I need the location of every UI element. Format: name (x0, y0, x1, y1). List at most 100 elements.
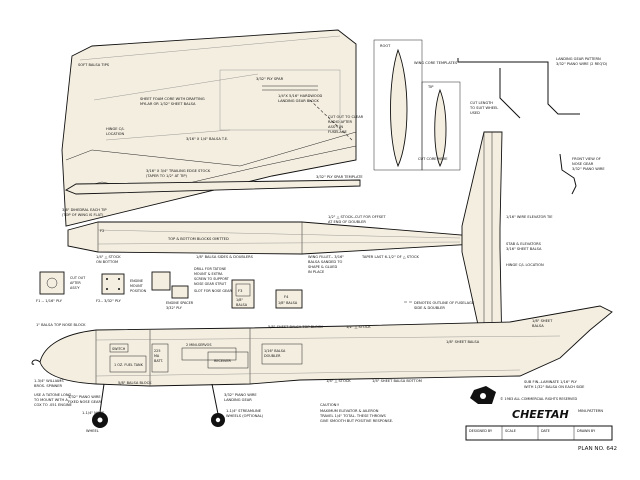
drill-label-2: MOUNT & EXTRA (194, 272, 223, 276)
gear-pattern-label-1: LANDING GEAR PATTERN (556, 57, 601, 61)
nose-gear-front-view: FRONT VIEW OF NOSE GEAR 3/32" PIANO WIRE (559, 153, 605, 195)
balsa-block-label: 5/8" BALSA BLOCK (118, 381, 152, 385)
nose-wheel-label-1: 1-1/4" NOSE (82, 411, 105, 415)
battery-label-1: 225 (154, 349, 160, 353)
f1-cutout-label-3: ASS'Y (70, 286, 81, 290)
template-root-label: ROOT (380, 44, 391, 48)
gear-block-label-2: LANDING GEAR BLOCK (278, 99, 320, 103)
wing-core-templates: ROOT TIP WING CORE TEMPLATES CUT CORE HE… (373, 39, 461, 171)
stock-cutout-label-2: AT END OF DOUBLER (328, 220, 366, 224)
radio-cutout-label-4: FUSELAGE (328, 130, 348, 134)
f1-cutout-label-1: CUT OUT (70, 276, 86, 280)
half-stock-label: 1/2" △ STOCK (346, 325, 371, 329)
battery-label-2: MA (154, 354, 160, 358)
stock-cutout-label-1: 1/2" △ STOCK--CUT FOR OFFSET (328, 215, 386, 219)
doubler-label-1: 1/16" BALSA (264, 349, 286, 353)
cut-core-label: CUT CORE HERE (418, 157, 448, 161)
engine-spacer-label-1: ENGINE SPACER (166, 301, 194, 305)
wing-fillet-label-4: IN PLACE (308, 270, 325, 274)
spinner-label-1: 1-3/4" WILLIAMS (34, 379, 64, 383)
nose-gear-view-label-3: 3/32" PIANO WIRE (572, 167, 605, 171)
radio-cutout-label-1: CUT OUT TO CLEAR (328, 115, 364, 119)
engine-spacer-label-2: 3/32" PLY (166, 306, 183, 310)
eighth-sheet-label: 1/8" SHEET BALSA (446, 340, 480, 344)
title-block-col-3: DATE (541, 429, 550, 433)
streamline-label-2: WHEELS (OPTIONAL) (226, 414, 264, 418)
te-stock-label-1: 3/16" X 3/4" TRAILING EDGE STOCK (146, 169, 211, 173)
tatone-label-2: TO MOUNT WITH A (33, 398, 68, 402)
subfin-label-2: WITH 1/32" BALSA ON EACH SIDE (524, 385, 585, 389)
stock-quarter-label: 1/4" △ STOCK (326, 379, 351, 383)
battery-label-3: BATT. (154, 359, 163, 363)
fuel-tank-label: 1 OZ. FUEL TANK (114, 363, 144, 367)
blocks-omitted-label: TOP & BOTTOM BLOCKS OMITTED (167, 237, 229, 241)
title-block-col-1: DESIGNED BY (469, 429, 493, 433)
wing-soft-tips-label: SOFT BALSA TIPS (78, 63, 110, 67)
wing-ply-spar-label: 3/32" PLY SPAR (256, 77, 284, 81)
engine-mount-label-2: MOUNT (130, 284, 144, 288)
top-view-f2-label: F2 (100, 229, 104, 233)
ply-spar-template: 3/32" PLY SPAR TEMPLATE 3/8" DIHEDRAL EA… (62, 175, 363, 217)
caution-heading: CAUTION!! (320, 403, 339, 407)
title-block-col-4: DRAWN BY (577, 429, 596, 433)
formers-section: CUT OUT AFTER ASS'Y F1 -- 1/16" PLY F2--… (36, 267, 475, 310)
wing-fillet-label-3: SHAPE & GLUED (308, 265, 337, 269)
drill-label-1: DRILL FOR TATONE (194, 267, 226, 271)
stab-label-1: STAB & ELEVATORS (506, 242, 542, 246)
copyright-label: © 1983 ALL COMMERCIAL RIGHTS RESERVED (500, 397, 577, 401)
f4-material-label: 1/8" BALSA (278, 301, 298, 305)
former-f4-label: F4 (284, 295, 289, 299)
f3-material-label-1: 1/8" (236, 298, 243, 302)
outline-legend-label-1: DENOTES OUTLINE OF FUSELAGE (414, 301, 475, 305)
f1-cutout-label-2: AFTER (70, 281, 81, 285)
former-f3-label: F3 (238, 289, 242, 293)
switch-label: SWITCH (112, 347, 126, 351)
hinge-label-2: LOCATION (106, 132, 124, 136)
gear-pattern-label-2: 3/32" PIANO WIRE (2 REQ'D) (556, 62, 608, 66)
former-f2-label: F2-- 3/32" PLY (96, 299, 122, 303)
mini-servos-label: 2 MINI-SERVOS (186, 343, 211, 347)
wing-core-label-2: MYLAR OR 1/32" SHEET BALSA (140, 102, 196, 106)
nose-gear-slot-label: SLOT FOR NOSE GEAR (194, 289, 232, 293)
caution-line-1: MAXIMUM ELEVATOR & AILERON (320, 409, 379, 413)
landing-gear-pattern: LANDING GEAR PATTERN 3/32" PIANO WIRE (2… (457, 57, 608, 119)
plane-subtitle-1: MINI-PATTERN (578, 409, 603, 413)
fuselage-top-view: 1/2" △ STOCK--CUT FOR OFFSET AT END OF D… (67, 131, 553, 353)
elevator-tie-label: 1/16" WIRE ELEVATOR TIE (506, 215, 553, 219)
doubler-label-2: DOUBLER (264, 354, 281, 358)
stock-bottom-label-2: ON BOTTOM (96, 260, 118, 264)
streamline-label-1: 1-1/4" STREAMLINE (226, 409, 262, 413)
title-block: © 1983 ALL COMMERCIAL RIGHTS RESERVED CH… (465, 386, 617, 452)
te-stock-label-2: (TAPER TO 1/2" AT TIP) (146, 174, 188, 178)
nose-wire-label-2: FIXED NOSE GEAR (68, 400, 101, 404)
nose-wire-label-1: 3/32" PIANO WIRE (68, 395, 101, 399)
tatone-label-1: USE A TATONE LONG (34, 393, 72, 397)
fin-label-2: BALSA (532, 324, 544, 328)
stab-hinge-label: HINGE C/L LOCATION (506, 263, 544, 267)
f3-material-label-2: BALSA (236, 303, 248, 307)
tatone-label-3: COX TO .051 ENGINE (34, 403, 73, 407)
gear-cut-label-3: USED (470, 111, 480, 115)
radio-cutout-label-3: ASS'Y IN (328, 125, 343, 129)
template-tip-label: TIP (427, 85, 434, 89)
gear-cut-label-2: TO SUIT WHEEL (469, 106, 498, 110)
former-f1-label: F1 -- 1/16" PLY (36, 299, 63, 303)
balsa-te-label: 3/16" X 1/4" BALSA T.E. (186, 137, 228, 141)
plane-name: CHEETAH (512, 408, 569, 421)
fin-label-1: 1/8" SHEET (532, 319, 553, 323)
stab-label-2: 3/16" SHEET BALSA (506, 247, 542, 251)
nose-wheel-label-2: WHEEL (86, 429, 99, 433)
caution-line-3: GIVE SMOOTH BUT POSITIVE RESPONSE. (320, 419, 393, 423)
wing-fillet-label-2: BALSA SANDED TO (308, 260, 343, 264)
sides-doublers-label: 1/8" BALSA SIDES & DOUBLERS (196, 255, 254, 259)
side-landing-gear: 3/32" PIANO WIRE FIXED NOSE GEAR 3/32" P… (68, 383, 264, 433)
spinner-label-2: BROS. SPINNER (34, 384, 63, 388)
caution-note: CAUTION!! MAXIMUM ELEVATOR & AILERON TRA… (319, 403, 393, 423)
spar-template-label: 3/32" PLY SPAR TEMPLATE (316, 175, 363, 179)
wing-core-label-1: SHEET FOAM CORE WITH DRAFTING (140, 97, 205, 101)
dihedral-label-1: 3/8" DIHEDRAL EACH TIP (62, 208, 107, 212)
nose-gear-view-label-2: NOSE GEAR (572, 162, 594, 166)
rcm-logo (470, 386, 496, 404)
stock-bottom-label-1: 1/4" △ STOCK (96, 255, 121, 259)
